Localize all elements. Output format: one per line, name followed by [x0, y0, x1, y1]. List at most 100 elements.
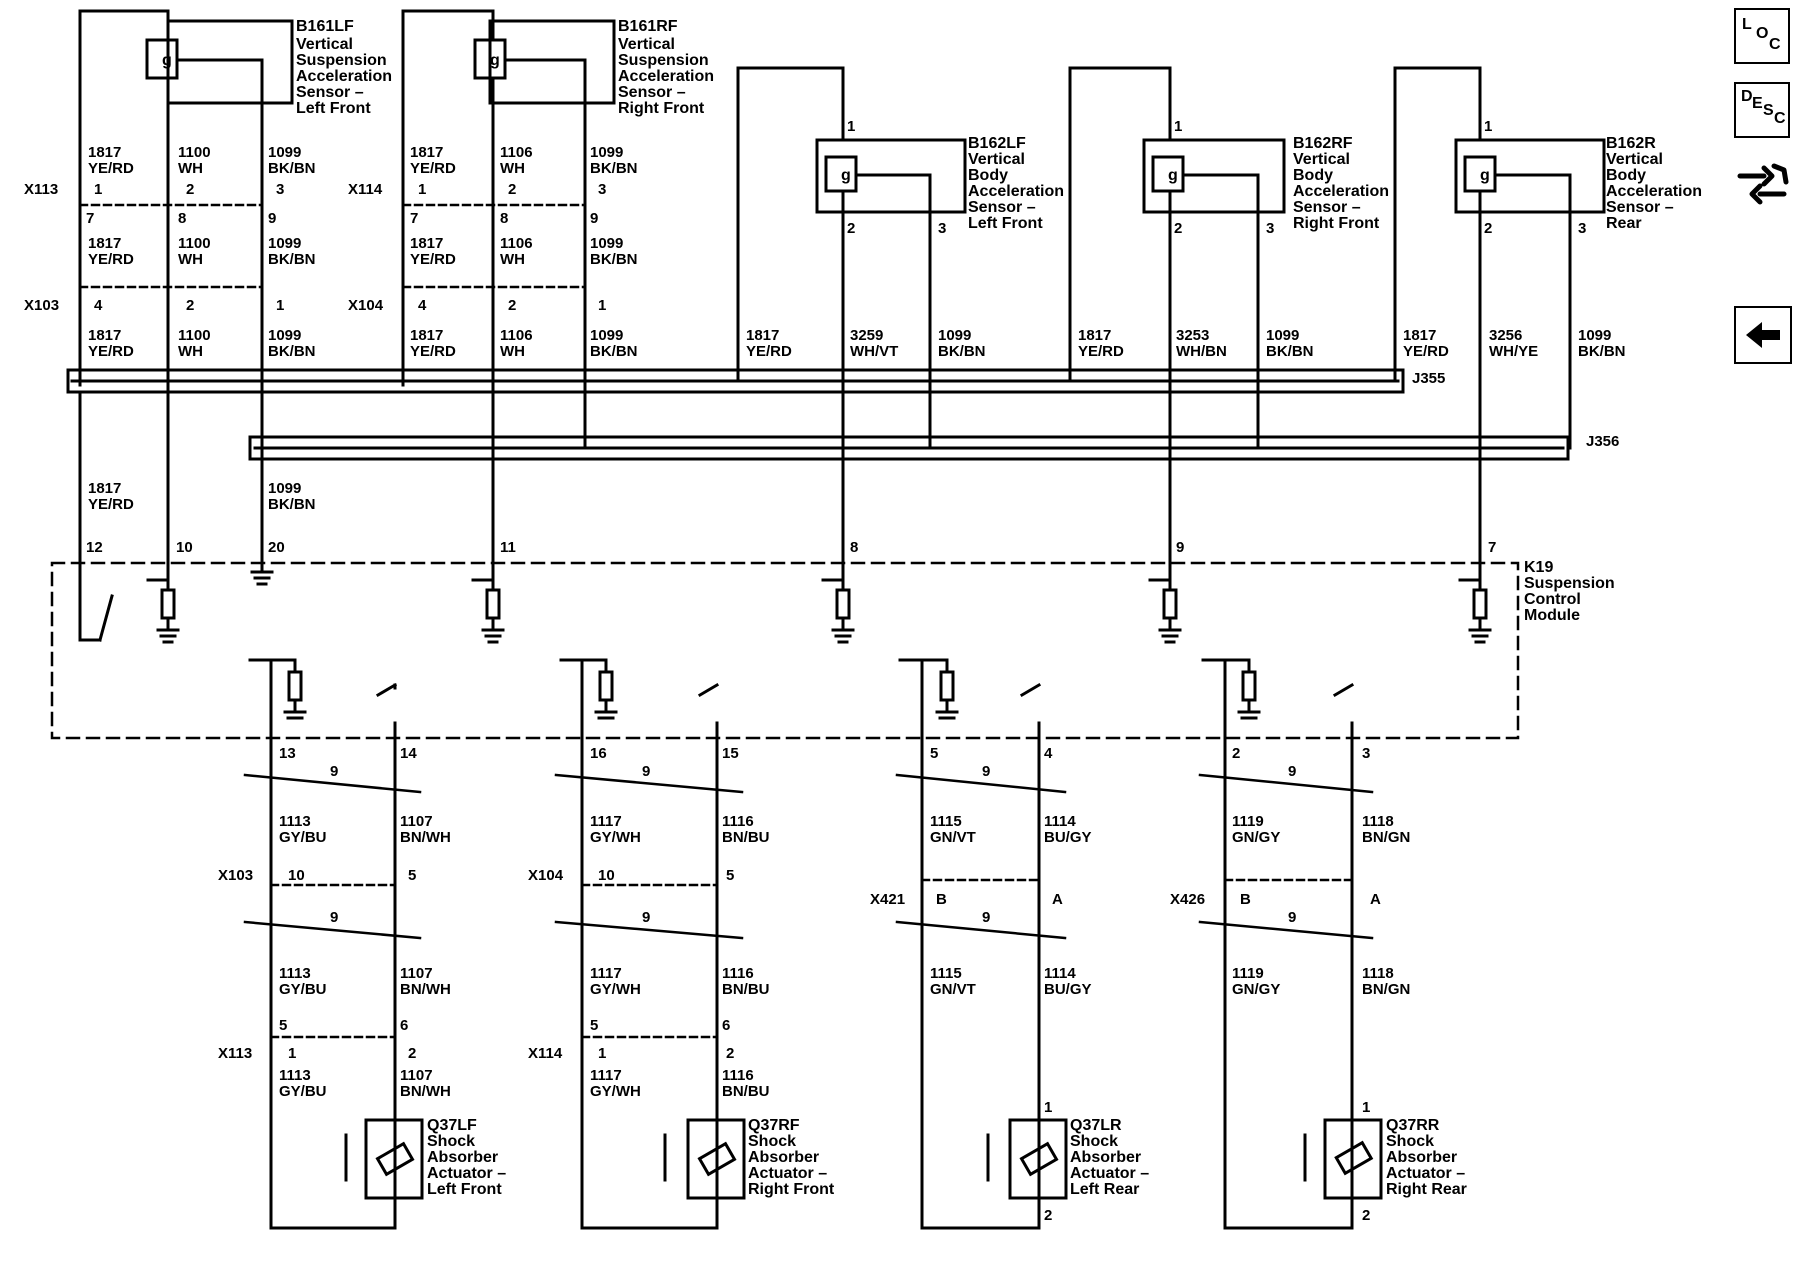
actuator-q37lr: [1008, 1118, 1068, 1200]
svg-text:Body: Body: [968, 167, 1008, 184]
svg-text:B162R: B162R: [1606, 135, 1656, 152]
svg-text:Vertical: Vertical: [1606, 151, 1663, 168]
svg-text:8: 8: [850, 539, 858, 556]
svg-text:1107: 1107: [400, 965, 433, 982]
svg-text:1099: 1099: [590, 144, 623, 161]
svg-text:9: 9: [982, 909, 990, 926]
svg-text:YE/RD: YE/RD: [88, 160, 134, 177]
svg-text:BN/WH: BN/WH: [400, 981, 451, 998]
svg-text:BK/BN: BK/BN: [268, 251, 316, 268]
svg-text:BK/BN: BK/BN: [590, 251, 638, 268]
svg-text:Right Rear: Right Rear: [1386, 1181, 1467, 1198]
pin-label: 1: [1484, 118, 1492, 135]
svg-text:2: 2: [508, 181, 516, 198]
svg-text:Absorber: Absorber: [427, 1149, 498, 1166]
sensor-b161lf-label: B161LF Vertical Suspension Acceleration …: [296, 18, 392, 117]
svg-text:Suspension: Suspension: [618, 52, 709, 69]
svg-text:WH: WH: [178, 343, 203, 360]
svg-text:1100: 1100: [178, 235, 211, 252]
svg-text:Suspension: Suspension: [1524, 575, 1615, 592]
svg-text:YE/RD: YE/RD: [88, 496, 134, 513]
sensor-b161rf-box: [488, 19, 616, 105]
svg-text:Sensor –: Sensor –: [1293, 199, 1361, 216]
svg-text:7: 7: [410, 210, 418, 227]
desc-button[interactable]: D E S C: [1734, 82, 1790, 138]
svg-text:WH/VT: WH/VT: [850, 343, 898, 360]
svg-text:B: B: [1240, 891, 1251, 908]
svg-text:YE/RD: YE/RD: [410, 160, 456, 177]
svg-text:1117: 1117: [590, 1067, 622, 1084]
actuator-q37rr: [1323, 1118, 1383, 1200]
svg-text:9: 9: [642, 763, 650, 780]
svg-text:1: 1: [418, 181, 426, 198]
svg-text:1: 1: [288, 1045, 296, 1062]
svg-text:Sensor –: Sensor –: [296, 84, 364, 101]
svg-text:2: 2: [508, 297, 516, 314]
svg-text:2: 2: [1232, 745, 1240, 762]
svg-text:7: 7: [1488, 539, 1496, 556]
svg-text:15: 15: [722, 745, 739, 762]
svg-text:BN/BU: BN/BU: [722, 1083, 770, 1100]
svg-text:Q37LF: Q37LF: [427, 1117, 477, 1134]
actuator-q37rf-label: Q37RF Shock Absorber Actuator – Right Fr…: [748, 1117, 835, 1198]
connector-x103-label: X103: [24, 297, 59, 314]
svg-text:Absorber: Absorber: [1070, 1149, 1141, 1166]
svg-text:GY/BU: GY/BU: [279, 829, 327, 846]
svg-text:9: 9: [982, 763, 990, 780]
svg-text:9: 9: [330, 763, 338, 780]
svg-text:13: 13: [279, 745, 296, 762]
svg-text:GN/GY: GN/GY: [1232, 829, 1280, 846]
svg-text:11: 11: [500, 539, 516, 556]
svg-text:BK/BN: BK/BN: [268, 343, 316, 360]
svg-text:YE/RD: YE/RD: [1403, 343, 1449, 360]
svg-text:1817: 1817: [88, 327, 121, 344]
svg-text:1107: 1107: [400, 1067, 433, 1084]
svg-text:5: 5: [930, 745, 938, 762]
module-outputs: [248, 658, 1355, 1230]
loc-letter-c: C: [1769, 36, 1781, 53]
svg-text:1817: 1817: [410, 235, 443, 252]
svg-text:1099: 1099: [1266, 327, 1299, 344]
svg-text:WH: WH: [178, 160, 203, 177]
svg-text:Left Front: Left Front: [296, 100, 371, 117]
svg-text:1100: 1100: [178, 144, 211, 161]
svg-text:4: 4: [94, 297, 103, 314]
svg-text:9: 9: [590, 210, 598, 227]
svg-text:BN/GN: BN/GN: [1362, 829, 1410, 846]
svg-text:Actuator –: Actuator –: [1386, 1165, 1465, 1182]
svg-text:9: 9: [1176, 539, 1184, 556]
svg-text:X104: X104: [528, 867, 564, 884]
svg-text:B161LF: B161LF: [296, 18, 354, 35]
svg-text:3: 3: [1362, 745, 1370, 762]
svg-text:1: 1: [1362, 1099, 1370, 1116]
back-button[interactable]: [1734, 306, 1792, 364]
svg-text:Actuator –: Actuator –: [748, 1165, 827, 1182]
pin-label: 2: [847, 220, 855, 237]
svg-text:GN/VT: GN/VT: [930, 829, 976, 846]
desc-letter-s: S: [1763, 102, 1774, 119]
desc-letter-e: E: [1752, 95, 1763, 112]
svg-text:Q37RR: Q37RR: [1386, 1117, 1440, 1134]
svg-text:6: 6: [400, 1017, 408, 1034]
svg-text:1119: 1119: [1232, 965, 1264, 982]
svg-text:1099: 1099: [1578, 327, 1611, 344]
loc-button[interactable]: L O C: [1734, 8, 1790, 64]
svg-text:Right Front: Right Front: [748, 1181, 835, 1198]
connector-end-views-button[interactable]: [1734, 158, 1790, 214]
svg-text:1817: 1817: [1403, 327, 1436, 344]
svg-text:Sensor –: Sensor –: [1606, 199, 1674, 216]
svg-text:1106: 1106: [500, 327, 533, 344]
svg-text:Shock: Shock: [1386, 1133, 1434, 1150]
svg-text:BN/BU: BN/BU: [722, 981, 770, 998]
svg-text:Sensor –: Sensor –: [618, 84, 686, 101]
svg-text:1817: 1817: [410, 144, 443, 161]
svg-text:10: 10: [176, 539, 193, 556]
svg-text:9: 9: [1288, 763, 1296, 780]
svg-text:Shock: Shock: [748, 1133, 796, 1150]
sensor-b162lf-label: B162LF Vertical Body Acceleration Sensor…: [968, 135, 1064, 232]
svg-text:BN/WH: BN/WH: [400, 1083, 451, 1100]
